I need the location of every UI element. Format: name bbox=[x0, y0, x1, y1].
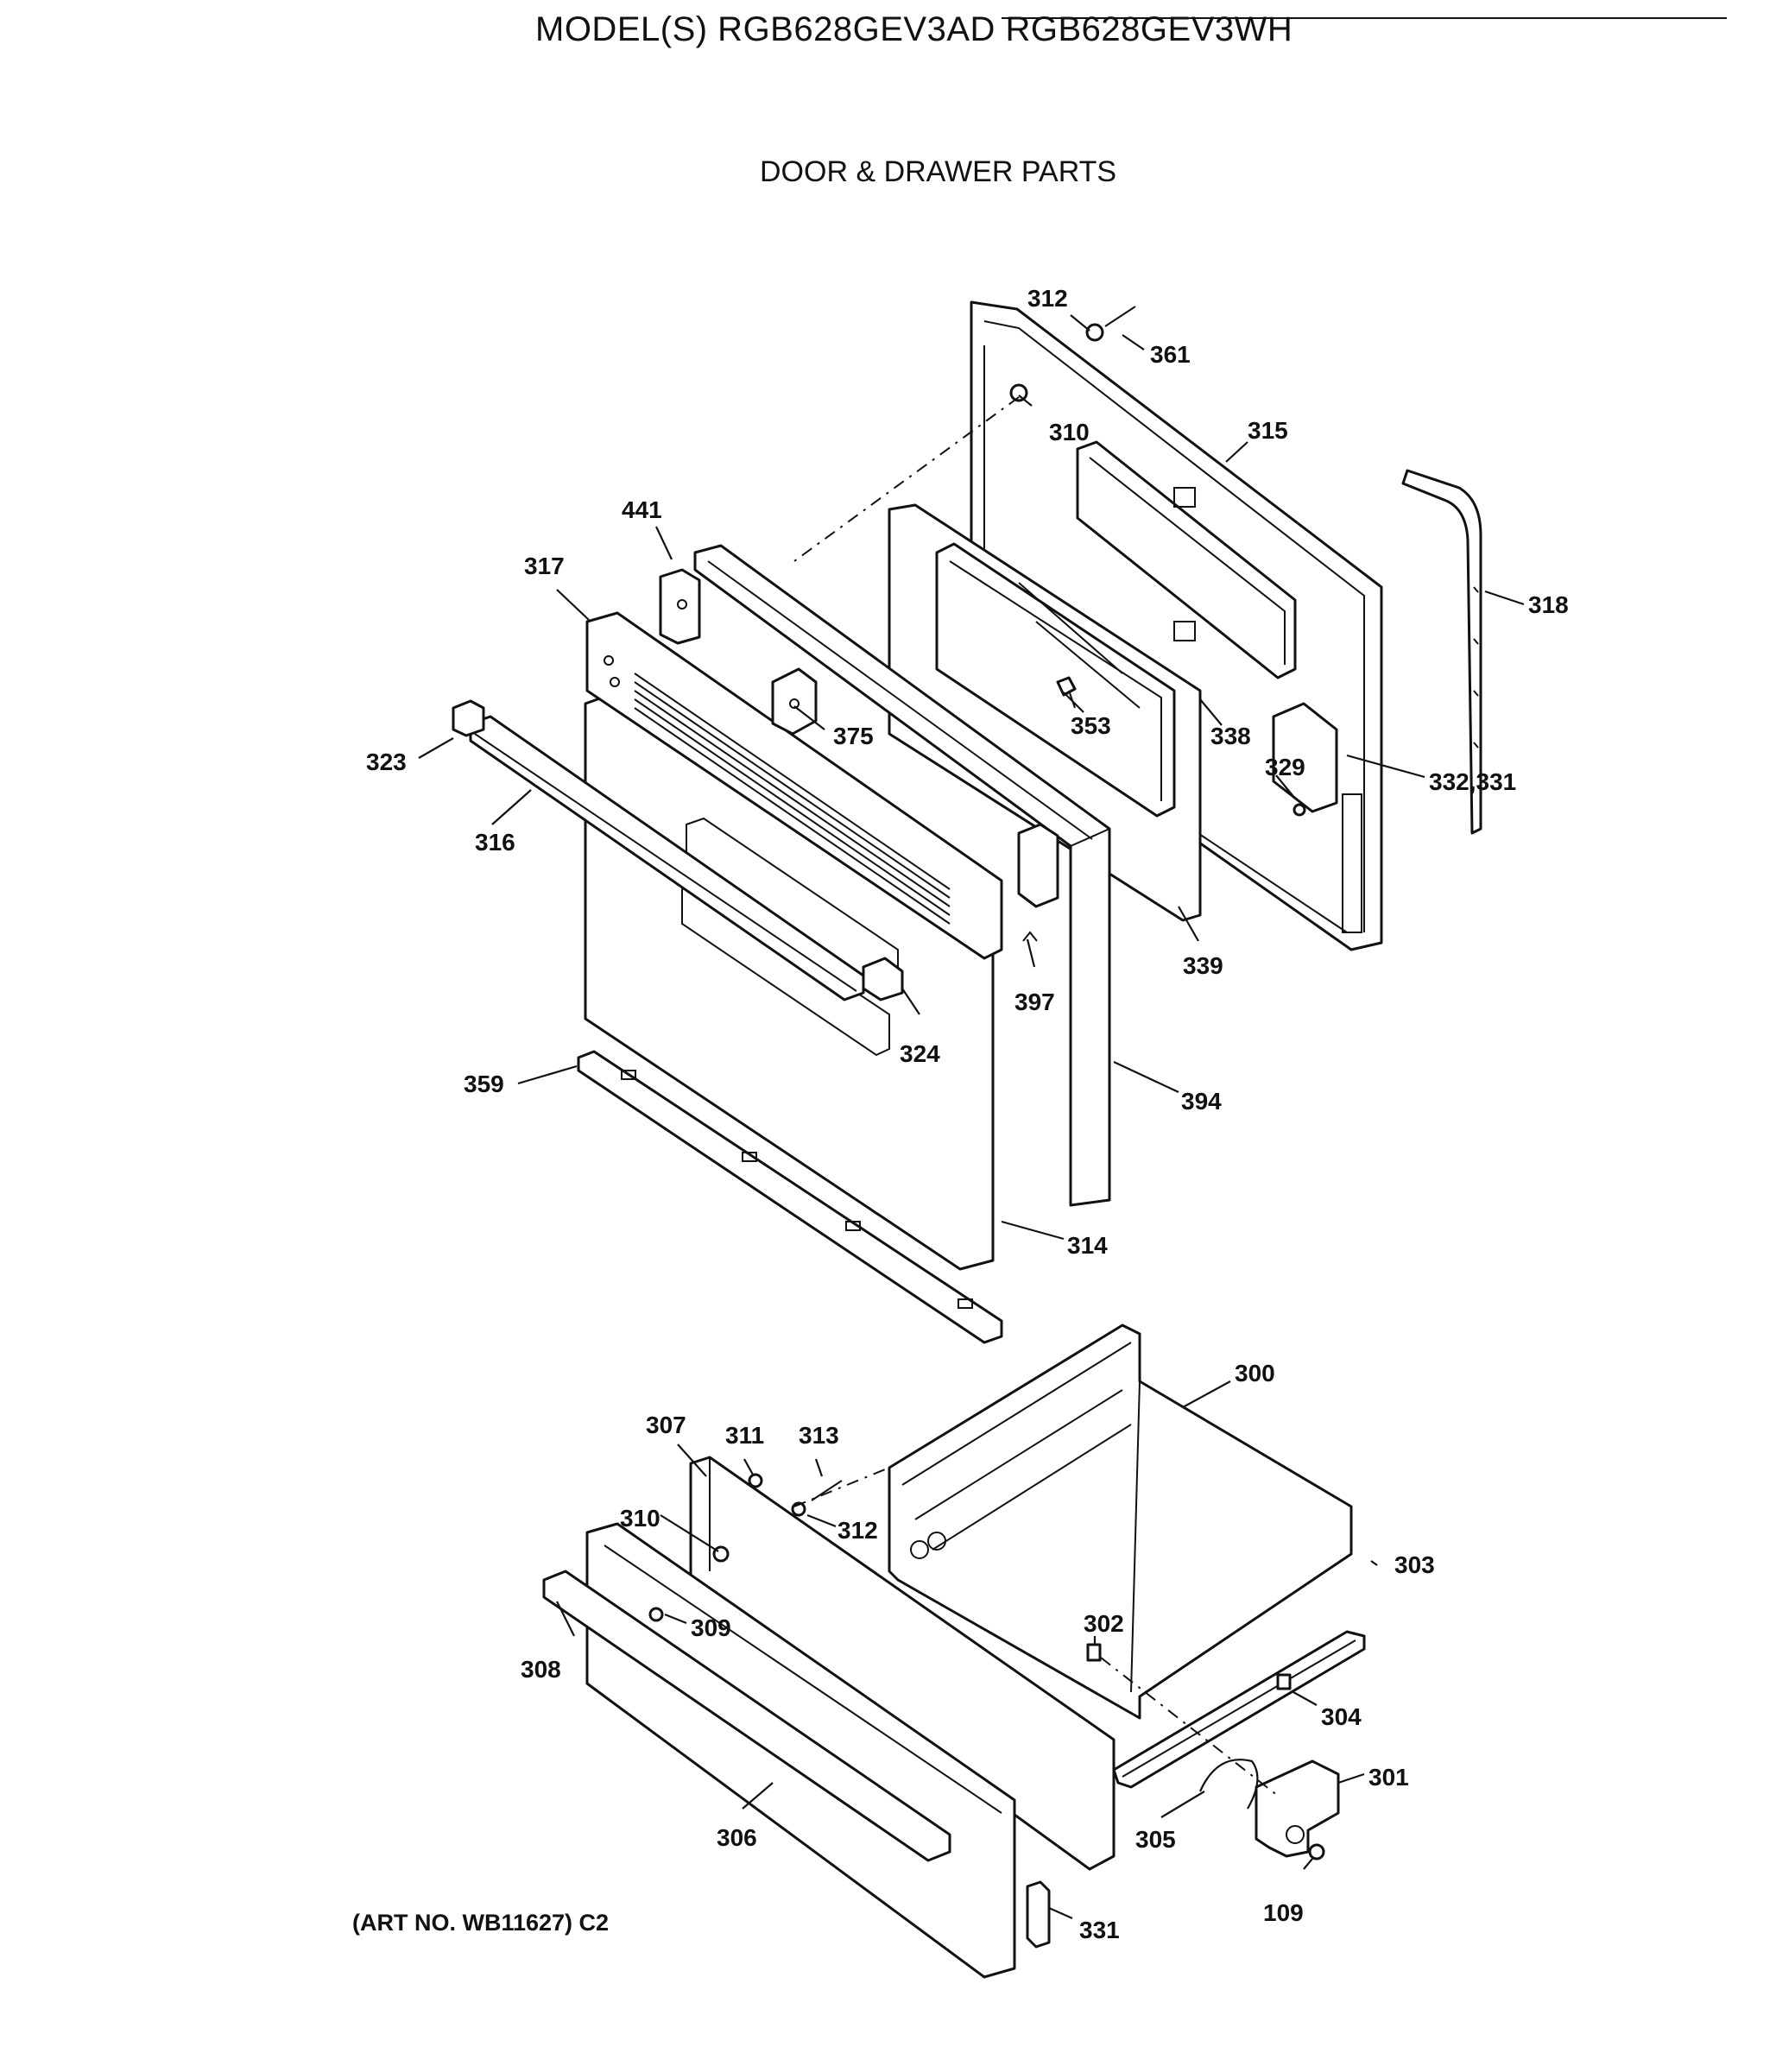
handle-cap-324 bbox=[862, 957, 904, 1001]
callout-338: 338 bbox=[1210, 723, 1251, 749]
callout-109: 109 bbox=[1263, 1899, 1304, 1926]
door-frame-394 bbox=[693, 544, 1111, 1207]
callout-301: 301 bbox=[1368, 1764, 1409, 1791]
drawer-handle-308 bbox=[542, 1570, 951, 1862]
leader-lines bbox=[418, 314, 1525, 1920]
callout-316: 316 bbox=[475, 829, 515, 856]
drawer-spring-305 bbox=[1198, 1759, 1259, 1810]
callout-302: 302 bbox=[1084, 1610, 1124, 1637]
callout-312: 312 bbox=[1027, 285, 1068, 312]
callout-394: 394 bbox=[1181, 1088, 1222, 1115]
callout-331-drawer: 331 bbox=[1079, 1917, 1120, 1943]
callout-labels: 312 361 310 315 318 441 317 375 353 338 … bbox=[366, 285, 1569, 1943]
door-liner-315 bbox=[970, 300, 1383, 951]
callout-303: 303 bbox=[1394, 1551, 1435, 1578]
callout-307: 307 bbox=[646, 1412, 686, 1438]
hinge-bracket-right bbox=[1017, 823, 1059, 908]
vent-panel-317 bbox=[585, 611, 1003, 960]
callout-306: 306 bbox=[717, 1824, 757, 1851]
bottom-trim-359 bbox=[577, 1050, 1003, 1344]
callout-310-drawer: 310 bbox=[620, 1505, 660, 1532]
drawer-body-300 bbox=[888, 1323, 1353, 1720]
callout-353: 353 bbox=[1071, 712, 1111, 739]
callout-312-drawer: 312 bbox=[837, 1517, 878, 1544]
callout-309: 309 bbox=[691, 1614, 731, 1641]
callout-305: 305 bbox=[1135, 1826, 1176, 1853]
drawer-bracket-301 bbox=[1255, 1759, 1340, 1858]
hinge-bracket-441 bbox=[659, 568, 701, 645]
callout-375: 375 bbox=[833, 723, 874, 749]
callout-361: 361 bbox=[1150, 341, 1191, 368]
callout-359: 359 bbox=[464, 1071, 504, 1097]
hinge-receptacle-332-331 bbox=[1272, 702, 1338, 813]
callout-323: 323 bbox=[366, 749, 407, 775]
callout-314: 314 bbox=[1067, 1232, 1108, 1259]
model-title: MODEL(S) RGB628GEV3AD RGB628GEV3WH bbox=[535, 10, 1293, 48]
drawer-clip-331 bbox=[1026, 1880, 1051, 1949]
header-rule bbox=[1002, 17, 1727, 19]
callout-313: 313 bbox=[799, 1422, 839, 1449]
handle-cap-323 bbox=[452, 699, 485, 737]
callout-304: 304 bbox=[1321, 1703, 1362, 1730]
inner-glass-339 bbox=[888, 503, 1202, 922]
door-handle-316 bbox=[469, 715, 865, 1001]
alignment-line-drawer-a bbox=[793, 1467, 890, 1507]
callout-311: 311 bbox=[725, 1422, 764, 1449]
fasteners-door bbox=[1009, 306, 1306, 942]
alignment-line-drawer-b bbox=[1100, 1657, 1279, 1797]
callout-317: 317 bbox=[524, 553, 565, 579]
drawer-rail-303 bbox=[1112, 1630, 1366, 1789]
callout-310: 310 bbox=[1049, 419, 1090, 445]
callout-339: 339 bbox=[1183, 952, 1223, 979]
callout-441: 441 bbox=[622, 496, 662, 523]
callout-308: 308 bbox=[521, 1656, 561, 1683]
callout-300: 300 bbox=[1235, 1360, 1275, 1387]
callout-332-331: 332,331 bbox=[1429, 768, 1516, 795]
callout-324: 324 bbox=[900, 1040, 940, 1067]
art-number: (ART NO. WB11627) C2 bbox=[352, 1910, 610, 1936]
alignment-line-door bbox=[793, 396, 1020, 562]
callout-397: 397 bbox=[1014, 989, 1055, 1015]
callout-315: 315 bbox=[1248, 417, 1288, 444]
callout-318: 318 bbox=[1528, 591, 1569, 618]
hinge-bracket-375 bbox=[771, 667, 818, 736]
callout-329: 329 bbox=[1265, 754, 1305, 780]
section-title: DOOR & DRAWER PARTS bbox=[760, 155, 1117, 188]
door-gasket-318 bbox=[1401, 469, 1482, 835]
